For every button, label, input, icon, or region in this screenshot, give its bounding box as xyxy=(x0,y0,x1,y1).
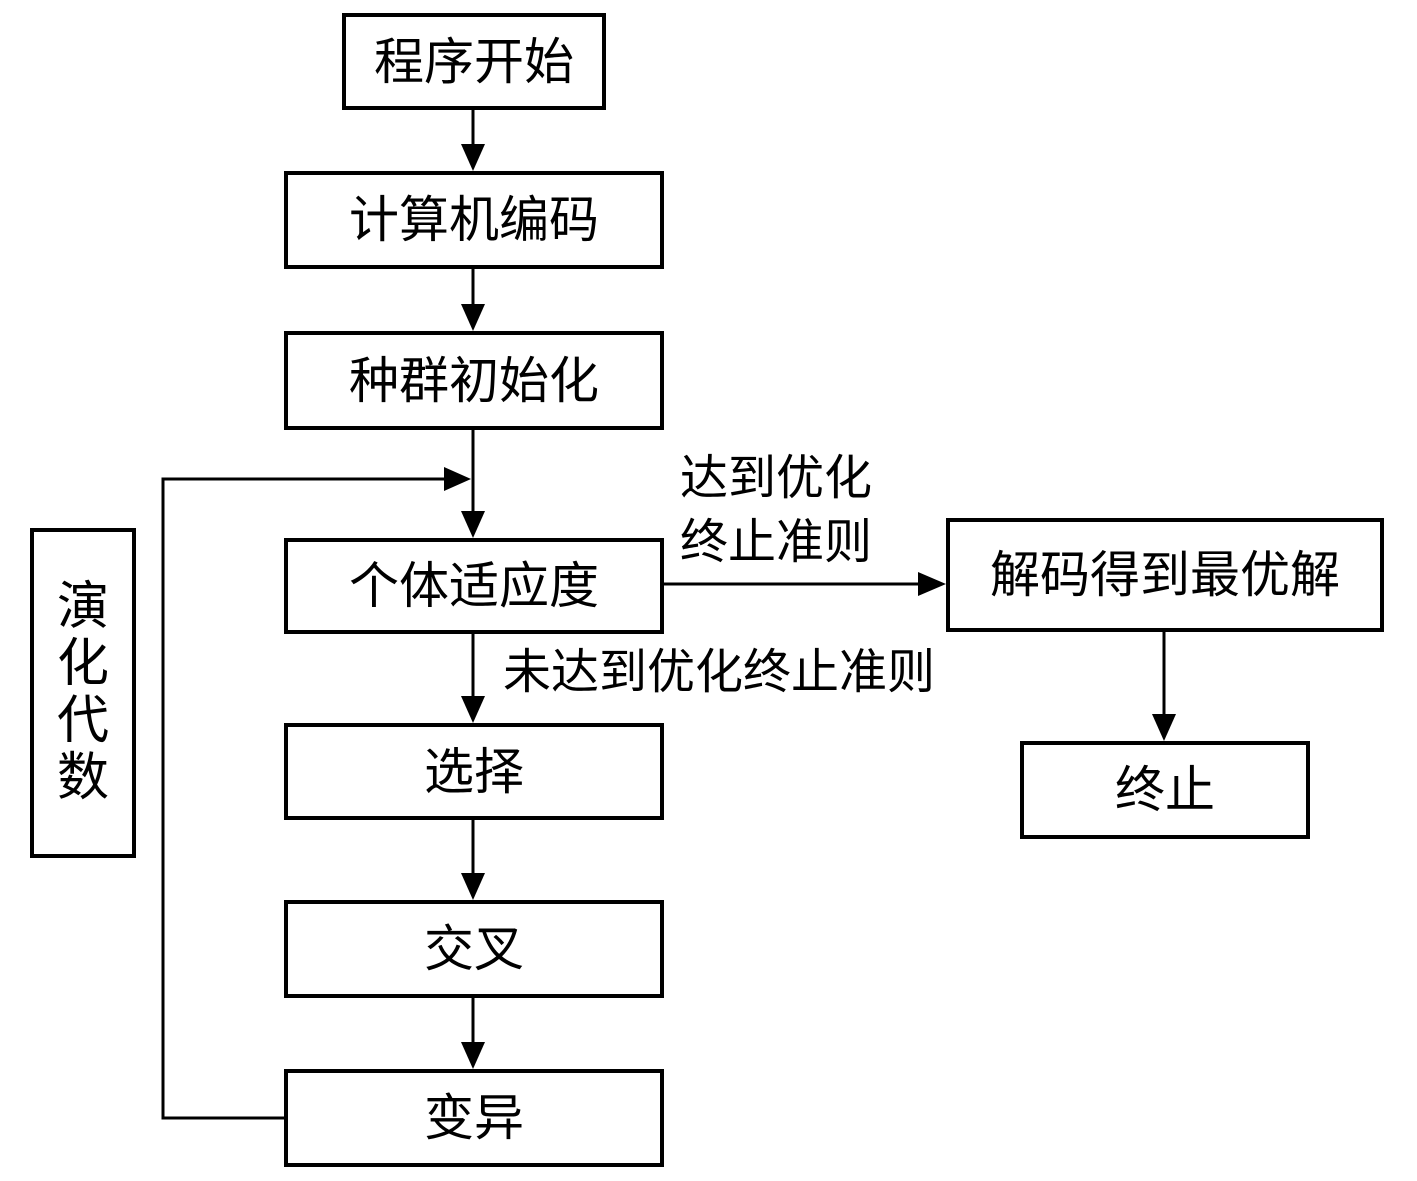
side-generations-label: 演化代数 xyxy=(56,576,109,809)
step-select: 选择 xyxy=(284,723,664,820)
step-init-label: 种群初始化 xyxy=(349,351,599,410)
arrowhead-crossover-mutate xyxy=(461,1042,485,1069)
step-encode: 计算机编码 xyxy=(284,171,664,269)
arrowhead-loop-back xyxy=(444,467,471,491)
step-terminate-label: 终止 xyxy=(1115,761,1215,819)
step-start: 程序开始 xyxy=(342,13,606,110)
step-encode-label: 计算机编码 xyxy=(349,191,599,249)
arrowhead-encode-init xyxy=(461,304,485,331)
step-decode-label: 解码得到最优解 xyxy=(990,546,1340,604)
step-fitness-label: 个体适应度 xyxy=(349,557,599,615)
arrowhead-init-fitness xyxy=(461,511,485,538)
step-crossover: 交叉 xyxy=(284,900,664,998)
step-select-label: 选择 xyxy=(424,742,524,801)
step-terminate: 终止 xyxy=(1020,741,1310,839)
arrowhead-fitness-decode xyxy=(918,572,946,596)
step-fitness: 个体适应度 xyxy=(284,538,664,634)
side-generations-box: 演化代数 xyxy=(30,528,136,858)
step-start-label: 程序开始 xyxy=(374,32,574,91)
arrowhead-decode-terminate xyxy=(1152,714,1176,741)
edge-label-met-line1: 达到优化 xyxy=(680,450,873,506)
step-mutate: 变异 xyxy=(284,1069,664,1167)
arrowhead-select-crossover xyxy=(461,873,485,900)
step-init: 种群初始化 xyxy=(284,331,664,430)
step-mutate-label: 变异 xyxy=(424,1089,524,1147)
edge-label-met-line2: 终止准则 xyxy=(680,514,873,570)
step-crossover-label: 交叉 xyxy=(424,920,524,978)
arrowhead-start-encode xyxy=(461,144,485,171)
step-decode: 解码得到最优解 xyxy=(946,518,1384,632)
edge-label-not-met: 未达到优化终止准则 xyxy=(503,644,936,700)
edge-loop-back xyxy=(161,477,446,1120)
arrowhead-fitness-select xyxy=(461,696,485,723)
